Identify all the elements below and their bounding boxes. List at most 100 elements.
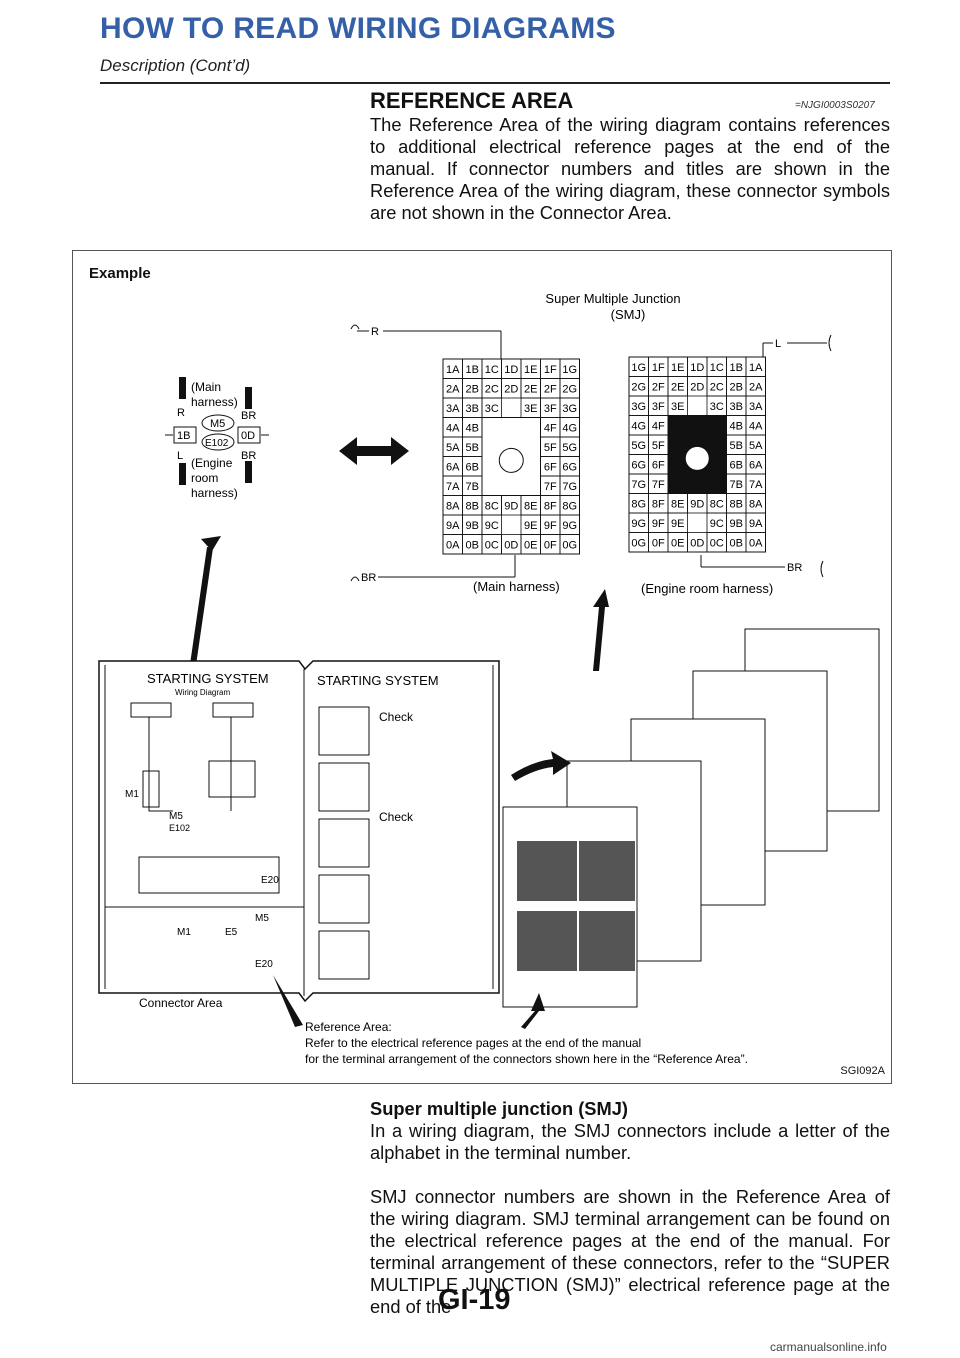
- grid-cell-label: 0B: [730, 538, 743, 550]
- conn-e102: E102: [205, 438, 229, 449]
- grid-cell-label: 2E: [671, 382, 684, 394]
- grid-cell-label: 1F: [652, 362, 665, 374]
- wire-r-label: R: [371, 326, 379, 338]
- grid-cell-label: 1F: [544, 364, 557, 376]
- grid-cell-label: 4A: [749, 421, 763, 433]
- curved-arrow-icon: [511, 751, 571, 781]
- grid-cell: [745, 532, 766, 553]
- grid-cell-label: 2A: [749, 382, 763, 394]
- smj-heading: Super multiple junction (SMJ): [370, 1098, 628, 1119]
- grid-cell-label: 3F: [652, 401, 665, 413]
- conn-color-r: R: [177, 407, 185, 419]
- grid-cell-label: 3F: [544, 403, 557, 415]
- smj-paragraph2: SMJ connector numbers are shown in the R…: [370, 1186, 890, 1317]
- grid-cell-label: 9B: [466, 520, 479, 532]
- grid-cell-label: 4G: [562, 423, 577, 435]
- conn-m5: M5: [210, 418, 225, 430]
- grid-cell: [559, 534, 580, 555]
- grid-cell-label: 1D: [504, 364, 518, 376]
- grid-cell-label: 0C: [485, 540, 499, 552]
- grid-cell-label: 0A: [446, 540, 460, 552]
- smj-title-line2: (SMJ): [611, 307, 646, 322]
- connector-area-label: Connector Area: [139, 996, 223, 1010]
- grid-cell-label: 1A: [749, 362, 763, 374]
- wire-br-right-label: BR: [787, 562, 802, 574]
- book-m1-ref: M1: [177, 927, 191, 938]
- book-right-title: STARTING SYSTEM: [317, 673, 439, 688]
- grid-cell-label: 2D: [504, 384, 518, 396]
- grid-cell-label: 0G: [631, 538, 646, 550]
- arrow-up-bottom-icon: [521, 993, 545, 1029]
- conn-harness-label: harness): [191, 395, 238, 409]
- grid-cell-label: 2A: [446, 384, 460, 396]
- grid-cell-label: 9E: [671, 518, 684, 530]
- grid-cell-label: 0F: [544, 540, 557, 552]
- grid-cell-label: 3A: [446, 403, 460, 415]
- watermark: carmanualsonline.info: [770, 1340, 887, 1354]
- arrow-down-left-icon: [273, 975, 303, 1027]
- grid-cell-label: 8C: [485, 501, 499, 513]
- grid-cell-label: 3G: [631, 401, 646, 413]
- grid-cell-label: 9G: [562, 520, 577, 532]
- wire-br-left-label: BR: [361, 572, 376, 584]
- conn-room-label: room: [191, 471, 218, 485]
- engine-harness-caption: (Engine room harness): [641, 581, 773, 596]
- grid-cell-label: 3E: [524, 403, 537, 415]
- grid-cell-label: 8A: [446, 501, 460, 513]
- grid-cell-label: 1G: [631, 362, 646, 374]
- reference-pages: [502, 628, 880, 1008]
- grid-cell-label: 2F: [544, 384, 557, 396]
- grid-cell-label: 6F: [544, 462, 557, 474]
- grid-cell-label: 0C: [710, 538, 724, 550]
- grid-cell-label: 9F: [544, 520, 557, 532]
- grid-cell-label: 9D: [690, 499, 704, 511]
- grid-cell-label: 5A: [749, 440, 763, 452]
- grid-cell-label: 6G: [631, 460, 646, 472]
- grid-cell-label: 8F: [544, 501, 557, 513]
- conn-main-label: (Main: [191, 380, 221, 394]
- grid-cell-label: 9C: [710, 518, 724, 530]
- grid-cell-label: 1E: [671, 362, 684, 374]
- grid-cell-label: 1A: [446, 364, 460, 376]
- grid-cell-label: 9G: [631, 518, 646, 530]
- grid-cell-label: 7F: [652, 479, 665, 491]
- section-paragraph: The Reference Area of the wiring diagram…: [370, 114, 890, 223]
- grid-cell-label: 6B: [730, 460, 743, 472]
- grid-cell-label: 9F: [652, 518, 665, 530]
- grid-cell-label: 1B: [730, 362, 743, 374]
- grid-cell-label: 7F: [544, 481, 557, 493]
- grid-cell-label: 5B: [466, 442, 479, 454]
- conn-pin-left: 1B: [177, 430, 190, 442]
- grid-cell-label: 2D: [690, 382, 704, 394]
- grid-cell-label: 0G: [562, 540, 577, 552]
- grid-cell-label: 1G: [562, 364, 577, 376]
- grid-cell-label: 2C: [710, 382, 724, 394]
- grid-cell-label: 0D: [690, 538, 704, 550]
- book-check1: Check: [379, 710, 414, 724]
- grid-cell-label: 6B: [466, 462, 479, 474]
- grid-cell-label: 3A: [749, 401, 763, 413]
- connector-symbol: (Main harness) R BR 1B 0D M5 E102 L BR (…: [165, 377, 269, 500]
- arrow-up-right-icon: [593, 589, 609, 671]
- book-check2: Check: [379, 810, 414, 824]
- grid-cell-label: 2C: [485, 384, 499, 396]
- grid-cell-label: 2F: [652, 382, 665, 394]
- grid-cell-label: 5G: [631, 440, 646, 452]
- wiring-book: STARTING SYSTEM Wiring Diagram STARTING …: [98, 660, 500, 1003]
- conn-color-br2: BR: [241, 450, 256, 462]
- smj-title-line1: Super Multiple Junction: [545, 291, 680, 306]
- grid-cell-label: 5G: [562, 442, 577, 454]
- grid-cell-label: 3E: [671, 401, 684, 413]
- grid-cell: [481, 397, 502, 418]
- book-m1: M1: [125, 789, 139, 800]
- section-code: =NJGI0003S0207: [795, 100, 875, 111]
- grid-cell: [667, 395, 688, 416]
- grid-cell-label: 2E: [524, 384, 537, 396]
- grid-cell-label: 0B: [466, 540, 479, 552]
- grid-cell-label: 8C: [710, 499, 724, 511]
- grid-cell-label: 8B: [730, 499, 743, 511]
- reference-area-line1: Reference Area:: [305, 1020, 392, 1034]
- grid-cell-label: 9A: [446, 520, 460, 532]
- conn-pin-right: 0D: [241, 430, 255, 442]
